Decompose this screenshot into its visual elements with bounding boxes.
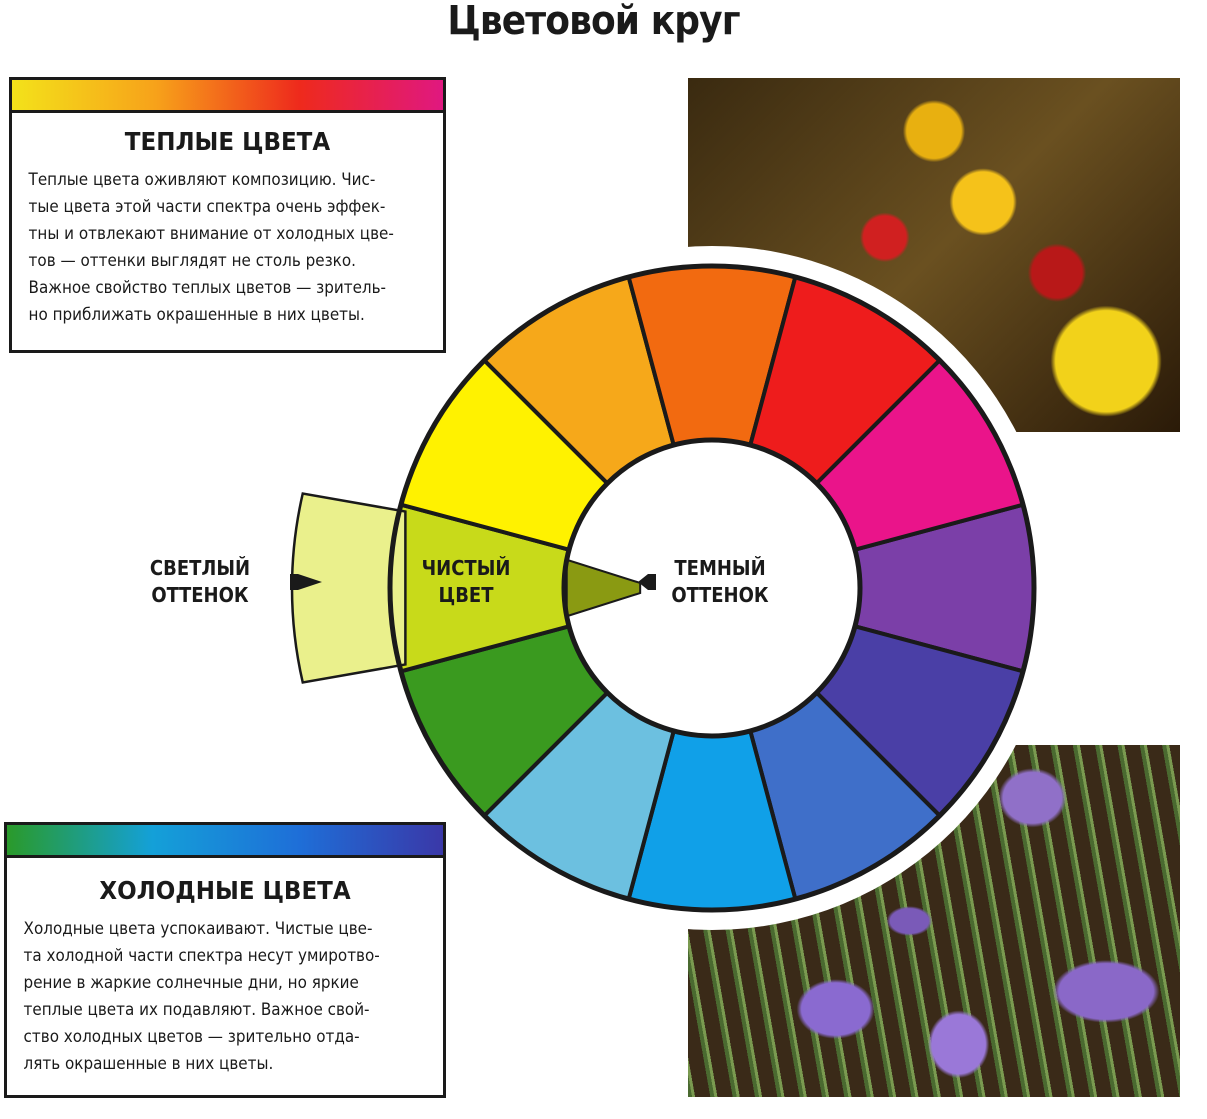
text-line: Теплые цвета оживляют композицию. Чис- (28, 170, 376, 189)
text-line: ство холодных цветов — зрительно отда- (23, 1027, 360, 1046)
light-shade-arrow-icon (290, 574, 322, 590)
dark-shade-arrow-icon (638, 574, 656, 590)
text-line: тны и отвлекают внимание от холодных цве… (28, 224, 394, 243)
light-shade-label: СВЕТЛЫЙ ОТТЕНОК (137, 555, 263, 609)
cold-colors-box: ХОЛОДНЫЕ ЦВЕТА Холодные цвета успокаиваю… (4, 822, 446, 1098)
text-line: лять окрашенные в них цветы. (23, 1054, 274, 1073)
label-line: ЦВЕТ (438, 583, 494, 607)
warm-heading: ТЕПЛЫЕ ЦВЕТА (124, 127, 331, 156)
warm-colors-box: ТЕПЛЫЕ ЦВЕТА Теплые цвета оживляют компо… (9, 77, 446, 353)
page-title: Цветовой круг (447, 0, 740, 44)
label-line: ОТТЕНОК (671, 583, 769, 607)
dark-shade-label: ТЕМНЫЙ ОТТЕНОК (657, 555, 783, 609)
text-line: рение в жаркие солнечные дни, но яркие (23, 973, 359, 992)
text-line: Важное свойство теплых цветов — зритель- (28, 278, 387, 297)
cold-gradient-bar (7, 825, 443, 858)
warm-text: Теплые цвета оживляют композицию. Чис- т… (12, 166, 409, 328)
label-line: СВЕТЛЫЙ (149, 556, 251, 580)
wheel-inner-ring (561, 437, 863, 739)
label-line: ТЕМНЫЙ (674, 556, 766, 580)
warm-gradient-bar (12, 80, 443, 113)
label-line: ЧИСТЫЙ (421, 556, 511, 580)
pure-color-label: ЧИСТЫЙ ЦВЕТ (403, 555, 529, 609)
cold-heading: ХОЛОДНЫЕ ЦВЕТА (99, 876, 351, 905)
text-line: тые цвета этой части спектра очень эффек… (28, 197, 386, 216)
text-line: тов — оттенки выглядят не столь резко. (28, 251, 356, 270)
text-line: Холодные цвета успокаивают. Чистые цве- (23, 919, 373, 938)
text-line: но приближать окрашенные в них цветы. (28, 305, 365, 324)
text-line: теплые цвета их подавляют. Важное свой- (23, 1000, 370, 1019)
text-line: та холодной части спектра несут умиротво… (23, 946, 380, 965)
cold-text: Холодные цвета успокаивают. Чистые цве- … (7, 915, 408, 1077)
label-line: ОТТЕНОК (151, 583, 249, 607)
wheel-outer-ring (387, 263, 1037, 913)
